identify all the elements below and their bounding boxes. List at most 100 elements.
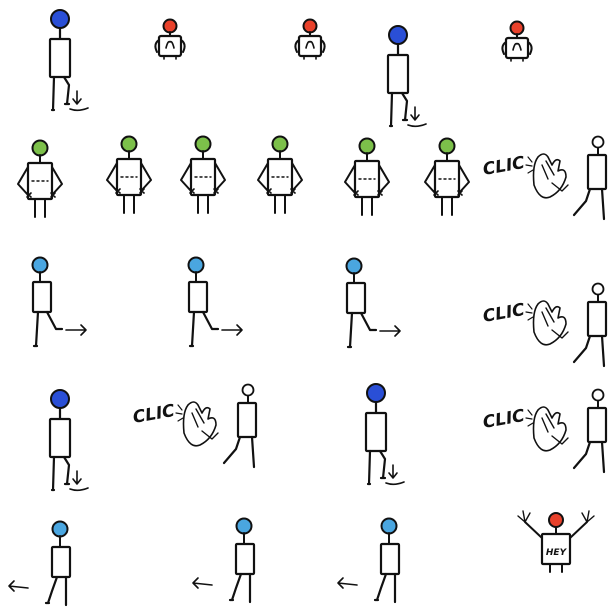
torso [266, 157, 294, 197]
head [438, 137, 456, 155]
head [509, 20, 525, 36]
raised-hands-icon [517, 510, 595, 523]
arrow-right-icon [221, 324, 243, 336]
stomp-drawing [48, 9, 89, 112]
hands-on-hips-drawing [180, 135, 226, 214]
hands-on-hips-drawing [106, 135, 152, 214]
torso [353, 159, 381, 199]
walk-left-drawing [192, 517, 256, 604]
peek-figure-red [290, 18, 330, 60]
head [31, 256, 49, 274]
torso [50, 545, 72, 579]
clapping-hands-icon [532, 153, 567, 199]
hands-on-hips-figure-green [340, 135, 394, 221]
torso [26, 161, 54, 201]
kick-right-drawing [345, 257, 401, 349]
torso [379, 542, 401, 576]
stomp-figure-blue [356, 382, 406, 494]
clic-label: CLIC [481, 153, 526, 180]
head [345, 257, 363, 275]
arrow-right-icon [379, 325, 401, 337]
torso [48, 37, 72, 79]
hands-on-hips-drawing [257, 135, 303, 214]
torso [115, 157, 143, 197]
kick-right-figure-lightblue [184, 255, 248, 351]
head [50, 9, 70, 29]
clic-label: CLIC [131, 401, 176, 428]
head [120, 135, 138, 153]
peek-drawing [154, 18, 186, 60]
head [51, 520, 69, 538]
head [366, 383, 386, 403]
torso [504, 36, 530, 60]
torso [48, 417, 72, 459]
walk-left-figure-lightblue [6, 517, 72, 609]
clap-figure: CLIC [481, 135, 610, 223]
clapping-hands-icon [182, 401, 217, 447]
clap-figure: CLIC [131, 383, 260, 471]
torso [234, 542, 256, 576]
torso [433, 159, 461, 199]
clic-label: CLIC [481, 300, 526, 327]
stomp-drawing [48, 389, 89, 492]
walk-left-drawing [337, 517, 401, 604]
clapping-hands-icon [532, 406, 567, 452]
head [235, 517, 253, 535]
arrow-left-icon [337, 577, 358, 589]
hands-on-hips-drawing [344, 137, 390, 216]
clap-figure: CLIC [481, 388, 610, 476]
stomp-figure-blue [40, 8, 90, 120]
torso [364, 411, 388, 453]
torso [187, 280, 209, 314]
head [31, 139, 49, 157]
head [358, 137, 376, 155]
torso [297, 34, 323, 58]
stomp-figure-blue [40, 388, 90, 500]
hands-on-hips-figure-green [102, 133, 156, 219]
kick-right-drawing [31, 256, 87, 348]
head [380, 517, 398, 535]
torso [157, 34, 183, 58]
head [162, 18, 178, 34]
hands-on-hips-drawing [424, 137, 470, 216]
walk-left-figure-lightblue [335, 514, 401, 606]
torso [31, 280, 53, 314]
head [388, 25, 408, 45]
stomp-drawing [364, 383, 405, 486]
torso [540, 532, 572, 566]
torso [189, 157, 217, 197]
head [548, 512, 564, 528]
kick-right-figure-lightblue [28, 255, 92, 351]
arrow-left-icon [8, 580, 29, 592]
clap-figure: CLIC [481, 282, 610, 370]
hands-on-hips-figure-green [176, 133, 230, 219]
clapping-hands-icon [532, 300, 567, 346]
kick-right-drawing [187, 256, 243, 348]
clap-drawing: CLIC [481, 282, 608, 368]
head [187, 256, 205, 274]
peek-drawing [501, 20, 533, 62]
hey-label: HEY [546, 548, 568, 558]
peek-figure-red [150, 18, 190, 60]
hey-drawing: HEY [517, 510, 595, 573]
clic-label: CLIC [481, 406, 526, 433]
torso [345, 281, 367, 315]
hey-figure-red: HEY [513, 504, 599, 574]
hands-on-hips-figure-green [13, 137, 67, 223]
head [50, 389, 70, 409]
hands-on-hips-figure-green [420, 135, 474, 221]
head [194, 135, 212, 153]
clap-drawing: CLIC [481, 135, 608, 221]
walk-left-drawing [8, 520, 72, 607]
clap-drawing: CLIC [481, 388, 608, 474]
hands-on-hips-figure-green [253, 133, 307, 219]
head [302, 18, 318, 34]
stomp-drawing [386, 25, 427, 128]
head [271, 135, 289, 153]
arrow-right-icon [65, 324, 87, 336]
walk-left-figure-lightblue [190, 514, 256, 606]
stomp-figure-blue [378, 24, 428, 136]
kick-right-figure-lightblue [342, 256, 406, 352]
hands-on-hips-drawing [17, 139, 63, 218]
